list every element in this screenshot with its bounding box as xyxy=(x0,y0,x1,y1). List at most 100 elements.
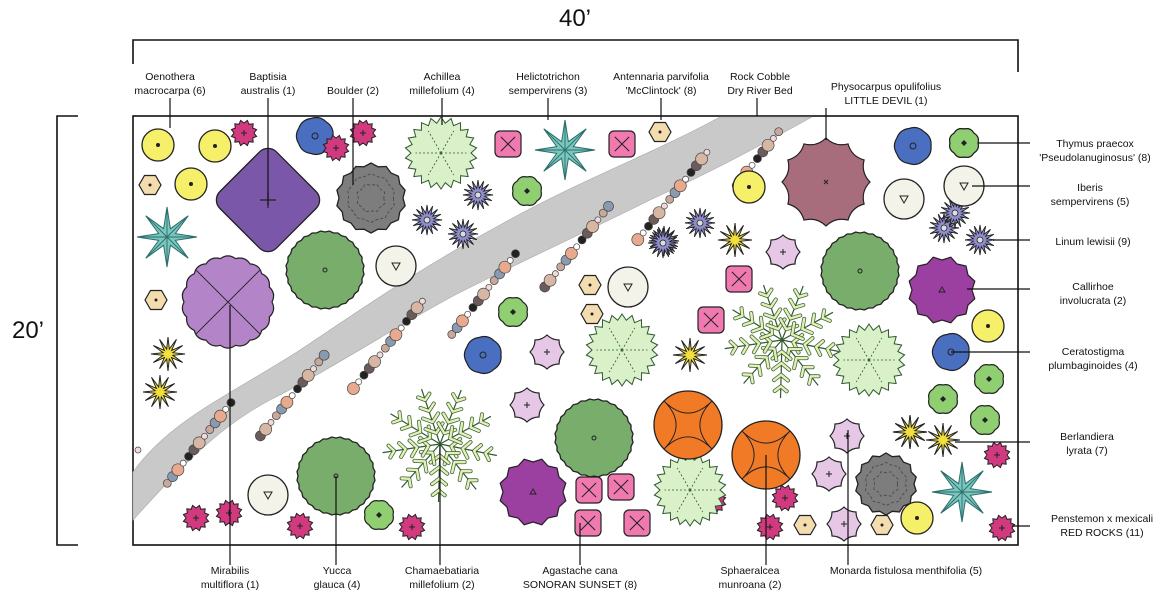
helictotrichon-plant xyxy=(931,461,993,523)
cobble-stone xyxy=(397,324,405,332)
agastache-plant xyxy=(494,130,522,158)
agastache-plant xyxy=(697,306,725,334)
cobble-stone xyxy=(498,260,512,274)
thymus-plant xyxy=(928,384,958,414)
cobble-stone xyxy=(511,249,520,259)
monarda-plant xyxy=(509,387,545,423)
linum-plant xyxy=(647,227,679,259)
cobble-stone xyxy=(201,432,208,440)
penstemon-plant xyxy=(349,119,377,147)
oenothera-plant xyxy=(900,501,934,535)
penstemon-plant xyxy=(983,441,1011,469)
cobble-stone xyxy=(644,221,653,231)
cobble-stone xyxy=(271,411,281,421)
cobble-stone xyxy=(598,208,608,218)
thymus-plant xyxy=(970,405,1000,435)
cobble-stone xyxy=(639,229,647,237)
berlandiera-plant xyxy=(150,336,186,372)
cobble-stone xyxy=(293,384,302,394)
penstemon-plant xyxy=(988,514,1016,542)
cobble-stone xyxy=(748,161,756,169)
penstemon-plant xyxy=(398,513,426,541)
label-thymus: Thymus praecox'Pseudolanuginosus' (8) xyxy=(1039,138,1150,164)
right-labels: Thymus praecox'Pseudolanuginosus' (8) Ib… xyxy=(1039,138,1153,539)
cobble-stone xyxy=(682,175,689,183)
linum-plant xyxy=(462,179,494,211)
yucca-plant xyxy=(285,230,365,310)
thymus-plant xyxy=(974,364,1004,394)
cobble-stone xyxy=(389,328,403,342)
thymus-plant xyxy=(364,500,394,530)
monarda-plant xyxy=(811,456,847,492)
iberis-plant xyxy=(375,245,417,287)
berlandiera-plant xyxy=(672,337,708,373)
linum-plant xyxy=(684,207,716,239)
antennaria-plant xyxy=(578,274,602,296)
yucca-plant xyxy=(820,231,900,311)
antennaria-plant xyxy=(793,514,817,536)
cobble-stone xyxy=(368,355,381,368)
cobble-stone xyxy=(686,168,696,177)
chamaebatiaria-plant xyxy=(724,284,839,398)
cobble-stone xyxy=(288,392,296,399)
height-label: 20’ xyxy=(12,317,44,344)
linum-plant xyxy=(964,224,996,256)
label-antennaria: Antennaria parvifolia'McClintock' (8) xyxy=(613,71,709,97)
cobble-stone xyxy=(314,357,324,367)
thymus-plant xyxy=(949,128,979,158)
oenothera-plant xyxy=(971,309,1005,343)
cobble-stone xyxy=(477,287,490,301)
antennaria-plant xyxy=(144,289,168,311)
penstemon-plant xyxy=(322,134,350,162)
boulder xyxy=(855,452,917,516)
iberis-plant xyxy=(883,178,925,220)
cobble-stone xyxy=(695,152,708,166)
monarda-plant xyxy=(529,334,565,370)
penstemon-plant xyxy=(230,119,258,147)
cobble-stone xyxy=(556,262,566,272)
cobble-stone xyxy=(179,459,187,467)
thymus-plant xyxy=(498,297,528,327)
callirhoe-plant xyxy=(908,256,976,324)
cobble-stone xyxy=(402,316,411,326)
cobble-stone xyxy=(280,395,294,409)
label-boulder: Boulder (2) xyxy=(327,85,379,97)
monarda-plant xyxy=(765,234,801,270)
height-dimension: 20’ xyxy=(12,115,78,546)
cobble-stone xyxy=(456,314,469,328)
cobble-stone xyxy=(310,365,317,373)
agastache-plant xyxy=(607,473,635,501)
cobble-stone xyxy=(506,257,514,264)
cobble-stone xyxy=(652,206,666,220)
linum-plant xyxy=(411,204,443,236)
cobble-stone xyxy=(376,351,384,359)
oenothera-plant xyxy=(732,170,766,204)
antennaria-plant xyxy=(648,121,672,143)
cobble-stone xyxy=(134,446,142,454)
penstemon-plant xyxy=(286,512,314,540)
agastache-plant xyxy=(623,509,651,537)
cobble-stone xyxy=(665,194,675,204)
cobble-stone xyxy=(594,216,602,224)
berlandiera-plant xyxy=(142,374,178,410)
penstemon-plant xyxy=(771,484,799,512)
penstemon-plant xyxy=(756,513,784,541)
cobble-stone xyxy=(464,310,472,318)
achillea-plant xyxy=(585,313,659,387)
cobble-stone xyxy=(359,370,369,380)
cobble-stone xyxy=(468,303,478,312)
cobble-stone xyxy=(489,276,499,285)
cobble-stone xyxy=(761,138,775,152)
yucca-plant xyxy=(554,398,634,478)
cobble-stone xyxy=(485,283,493,291)
